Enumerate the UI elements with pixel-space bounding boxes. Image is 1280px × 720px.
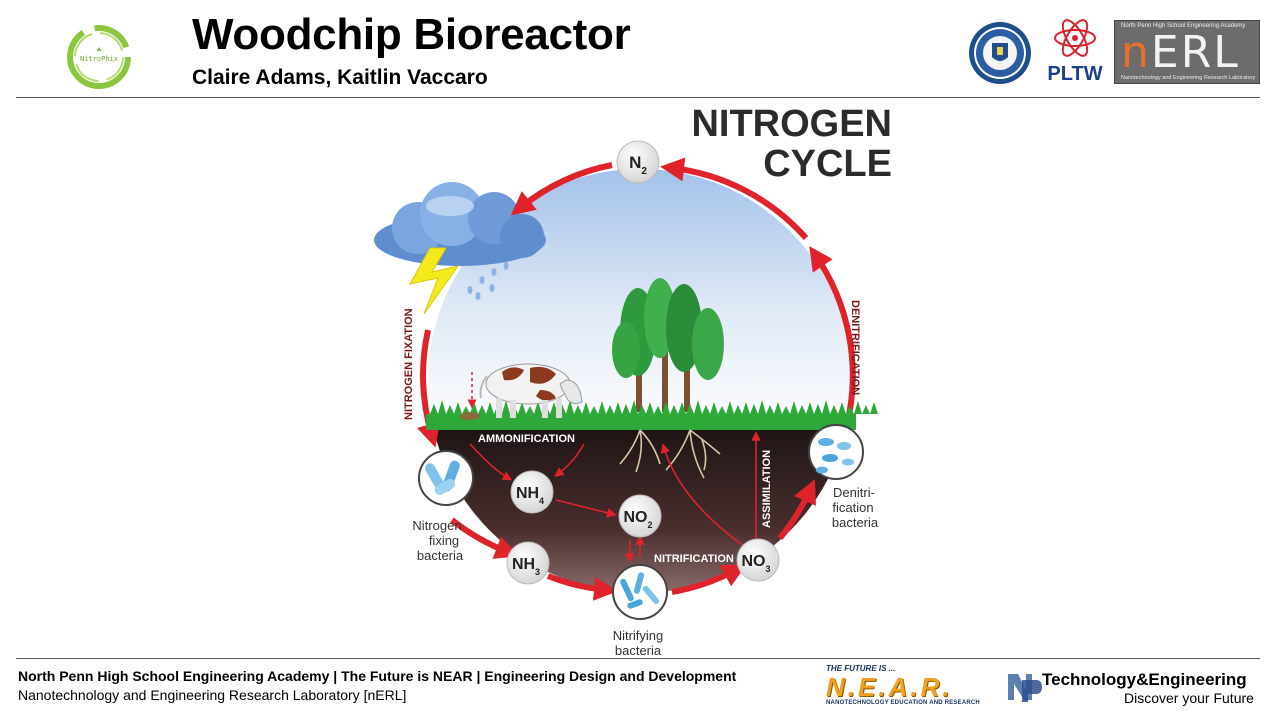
footer-divider bbox=[16, 658, 1260, 659]
pltw-logo: PLTW bbox=[1047, 19, 1103, 85]
nerl-sub-text: Nanotechnology and Engineering Research … bbox=[1121, 75, 1256, 81]
slide-title: Woodchip Bioreactor bbox=[192, 10, 631, 59]
footer-lab-line: Nanotechnology and Engineering Research … bbox=[18, 687, 407, 703]
near-wordmark: N.E.A.R. bbox=[826, 672, 953, 702]
cow bbox=[460, 363, 583, 420]
tech-eng-subtitle: Discover your Future bbox=[1124, 690, 1254, 706]
nerl-word-rest: ERL bbox=[1150, 27, 1240, 78]
header-divider bbox=[16, 97, 1260, 98]
node-nh3: NH3 bbox=[506, 541, 550, 585]
nitrogen-cycle-diagram: N2 NH4 NO2 NH3 NO3 NITROGEN CYCLE NITROG… bbox=[374, 103, 892, 656]
label-nitrification: NITRIFICATION bbox=[654, 553, 734, 565]
school-seal-logo bbox=[969, 22, 1031, 84]
plant-roots bbox=[619, 429, 721, 479]
node-nh4-base: NH bbox=[516, 485, 539, 502]
node-no3-sub: 3 bbox=[765, 564, 770, 574]
label-nitrogen-fixation: NITROGEN FIXATION bbox=[403, 308, 415, 420]
slide-header: NitroPhix ☘ Woodchip Bioreactor Claire A… bbox=[0, 0, 1280, 98]
svg-text:NH3: NH3 bbox=[512, 556, 540, 577]
team-logo: NitroPhix ☘ bbox=[67, 25, 131, 89]
nitrogen-fixing-line3: bacteria bbox=[417, 548, 464, 563]
pltw-label: PLTW bbox=[1047, 63, 1102, 85]
denitrification-line2: fication bbox=[832, 500, 873, 515]
near-top-text: THE FUTURE IS ... bbox=[826, 664, 896, 673]
nerl-word-accent: n bbox=[1121, 27, 1151, 78]
node-no2-sub: 2 bbox=[647, 520, 652, 530]
tech-eng-title: Technology&Engineering bbox=[1042, 670, 1247, 689]
label-assimilation: ASSIMILATION bbox=[761, 450, 773, 528]
nerl-wordmark: nERL bbox=[1121, 29, 1240, 77]
svg-text:NH4: NH4 bbox=[516, 485, 544, 506]
diagram-title-line1: NITROGEN bbox=[691, 103, 892, 145]
team-logo-text: NitroPhix bbox=[80, 55, 118, 63]
node-nh3-sub: 3 bbox=[535, 567, 540, 577]
label-ammonification: AMMONIFICATION bbox=[478, 433, 575, 445]
node-no3-base: NO bbox=[741, 553, 765, 570]
svg-text:☘: ☘ bbox=[96, 47, 101, 54]
lightning-bolt bbox=[409, 247, 460, 315]
svg-text:N2: N2 bbox=[629, 153, 647, 177]
cycle-arrows bbox=[417, 157, 856, 601]
svg-text:NO3: NO3 bbox=[741, 553, 770, 574]
trees bbox=[612, 278, 724, 412]
node-nh4: NH4 bbox=[510, 470, 554, 514]
denitrification-line3: bacteria bbox=[832, 515, 879, 530]
slide-authors: Claire Adams, Kaitlin Vaccaro bbox=[192, 66, 488, 89]
denitrification-line1: Denitri- bbox=[833, 485, 875, 500]
label-denitrification: DENITRIFICATION bbox=[849, 300, 861, 395]
nitrifying-line2: bacteria bbox=[615, 643, 662, 656]
denitrification-bacteria-icon bbox=[808, 424, 864, 480]
nitrifying-line1: Nitrifying bbox=[613, 628, 664, 643]
near-logo: THE FUTURE IS ... N.E.A.R. NANOTECHNOLOG… bbox=[826, 664, 996, 710]
denitrification-bacteria-label: Denitri- fication bacteria bbox=[832, 485, 879, 530]
node-nh4-sub: 4 bbox=[539, 496, 544, 506]
node-n2-sub: 2 bbox=[641, 166, 647, 177]
footer-school-line: North Penn High School Engineering Acade… bbox=[18, 668, 737, 684]
nitrifying-bacteria-icon bbox=[612, 564, 668, 620]
node-n2-base: N bbox=[629, 153, 641, 172]
nitrifying-bacteria-label: Nitrifying bacteria bbox=[613, 628, 664, 656]
nitrogen-fixing-bacteria-label: Nitrogen fixing bacteria bbox=[412, 518, 463, 563]
nitrogen-fixing-bacteria-icon bbox=[418, 450, 474, 506]
nitrogen-fixing-line2: fixing bbox=[429, 533, 459, 548]
node-no3: NO3 bbox=[736, 538, 780, 582]
nitrogen-fixing-line1: Nitrogen bbox=[412, 518, 461, 533]
near-sub-text: NANOTECHNOLOGY EDUCATION AND RESEARCH bbox=[826, 700, 980, 706]
diagram-title-line2: CYCLE bbox=[763, 143, 892, 185]
rain-cloud bbox=[374, 182, 546, 266]
node-nh3-base: NH bbox=[512, 556, 535, 573]
nerl-top-text: North Penn High School Engineering Acade… bbox=[1121, 23, 1246, 29]
node-no2: NO2 bbox=[618, 494, 662, 538]
nerl-logo: North Penn High School Engineering Acade… bbox=[1114, 20, 1260, 84]
node-n2: N2 bbox=[616, 140, 660, 184]
process-arrows bbox=[469, 431, 761, 563]
node-no2-base: NO bbox=[623, 509, 647, 526]
rain-drops bbox=[467, 262, 509, 300]
np-logo-icon bbox=[1008, 674, 1042, 702]
svg-text:NO2: NO2 bbox=[623, 509, 652, 530]
